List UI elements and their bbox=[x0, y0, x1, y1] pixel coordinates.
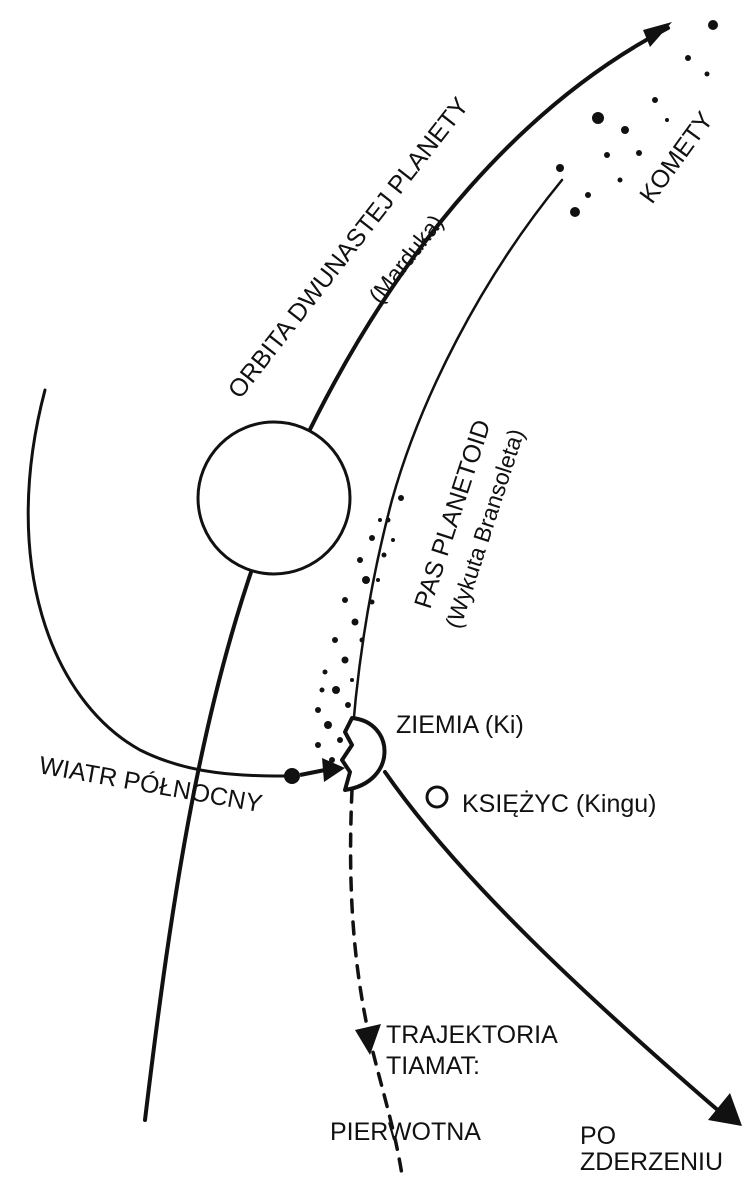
trajectory-line1-label: TRAJEKTORIA bbox=[386, 1021, 558, 1049]
north-wind-arrow bbox=[300, 770, 325, 775]
earth-label: ZIEMIA (Ki) bbox=[396, 711, 524, 739]
north-wind-dot bbox=[284, 768, 300, 784]
comets-label: KOMETY bbox=[634, 106, 719, 208]
trajectory-line2-label: TIAMAT: bbox=[386, 1052, 480, 1080]
north-wind-label: WIATR PÓŁNOCNY bbox=[37, 750, 265, 818]
earth-icon bbox=[342, 718, 385, 790]
post-collision-arrowhead-icon bbox=[708, 1093, 742, 1126]
marduk-orbit-arrowhead-icon bbox=[643, 22, 672, 47]
after-collision-line2-label: ZDERZENIU bbox=[580, 1148, 723, 1176]
after-collision-line1-label: PO bbox=[580, 1122, 616, 1150]
original-trajectory-label: PIERWOTNA bbox=[330, 1118, 481, 1146]
marduk-planet-icon bbox=[198, 422, 350, 574]
tiamat-arrowhead-icon bbox=[355, 1024, 381, 1055]
moon-icon bbox=[427, 787, 447, 807]
moon-label: KSIĘŻYC (Kingu) bbox=[462, 789, 657, 818]
